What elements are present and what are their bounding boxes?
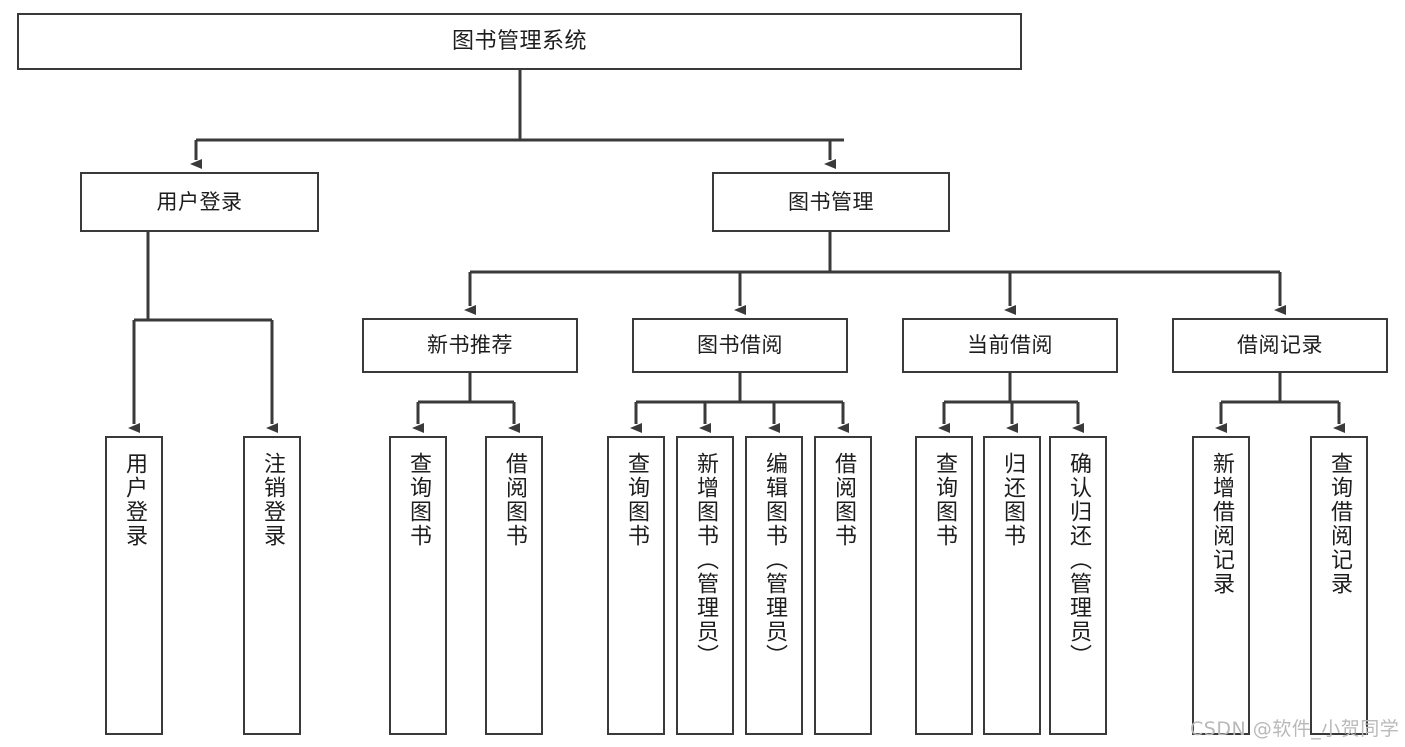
node-label: 新书推荐 xyxy=(427,333,513,358)
leaf-node[interactable]: 查询图书 xyxy=(607,436,665,735)
node-label: 用户登录 xyxy=(156,189,243,214)
node-label: 新增图书（管理员） xyxy=(693,452,718,668)
node-label: 用户登录 xyxy=(122,452,147,548)
node-current-borrow[interactable]: 当前借阅 xyxy=(902,318,1118,373)
leaf-node[interactable]: 新增图书（管理员） xyxy=(676,436,734,735)
node-label: 查询图书 xyxy=(932,452,957,548)
node-label: 借阅记录 xyxy=(1237,333,1323,358)
node-label: 新增借阅记录 xyxy=(1209,452,1234,596)
node-label: 图书管理 xyxy=(788,189,874,214)
leaf-node[interactable]: 确认归还（管理员） xyxy=(1049,436,1107,735)
leaf-node[interactable]: 借阅图书 xyxy=(814,436,872,735)
node-label: 编辑图书（管理员） xyxy=(762,452,787,668)
leaf-node[interactable]: 编辑图书（管理员） xyxy=(745,436,803,735)
node-label: 借阅图书 xyxy=(831,452,856,548)
node-label: 图书管理系统 xyxy=(451,28,587,54)
node-label: 确认归还（管理员） xyxy=(1066,452,1091,668)
leaf-node[interactable]: 查询借阅记录 xyxy=(1310,436,1368,735)
node-label: 归还图书 xyxy=(1000,452,1025,548)
leaf-node[interactable]: 借阅图书 xyxy=(485,436,543,735)
leaf-node[interactable]: 注销登录 xyxy=(243,436,301,735)
node-book-management[interactable]: 图书管理 xyxy=(712,172,950,232)
node-label: 注销登录 xyxy=(260,452,285,548)
node-user-login[interactable]: 用户登录 xyxy=(80,172,319,232)
node-book-borrow[interactable]: 图书借阅 xyxy=(632,318,848,373)
leaf-node[interactable]: 查询图书 xyxy=(915,436,973,735)
node-label: 查询图书 xyxy=(406,452,431,548)
leaf-node[interactable]: 用户登录 xyxy=(105,436,163,735)
node-root-system[interactable]: 图书管理系统 xyxy=(17,13,1022,70)
leaf-node[interactable]: 归还图书 xyxy=(983,436,1041,735)
node-new-book-recommend[interactable]: 新书推荐 xyxy=(362,318,578,373)
node-label: 借阅图书 xyxy=(502,452,527,548)
node-label: 图书借阅 xyxy=(697,333,783,358)
leaf-node[interactable]: 查询图书 xyxy=(389,436,447,735)
node-label: 查询图书 xyxy=(624,452,649,548)
node-label: 当前借阅 xyxy=(967,333,1053,358)
node-borrow-record[interactable]: 借阅记录 xyxy=(1172,318,1388,373)
node-label: 查询借阅记录 xyxy=(1327,452,1352,596)
leaf-node[interactable]: 新增借阅记录 xyxy=(1192,436,1250,735)
